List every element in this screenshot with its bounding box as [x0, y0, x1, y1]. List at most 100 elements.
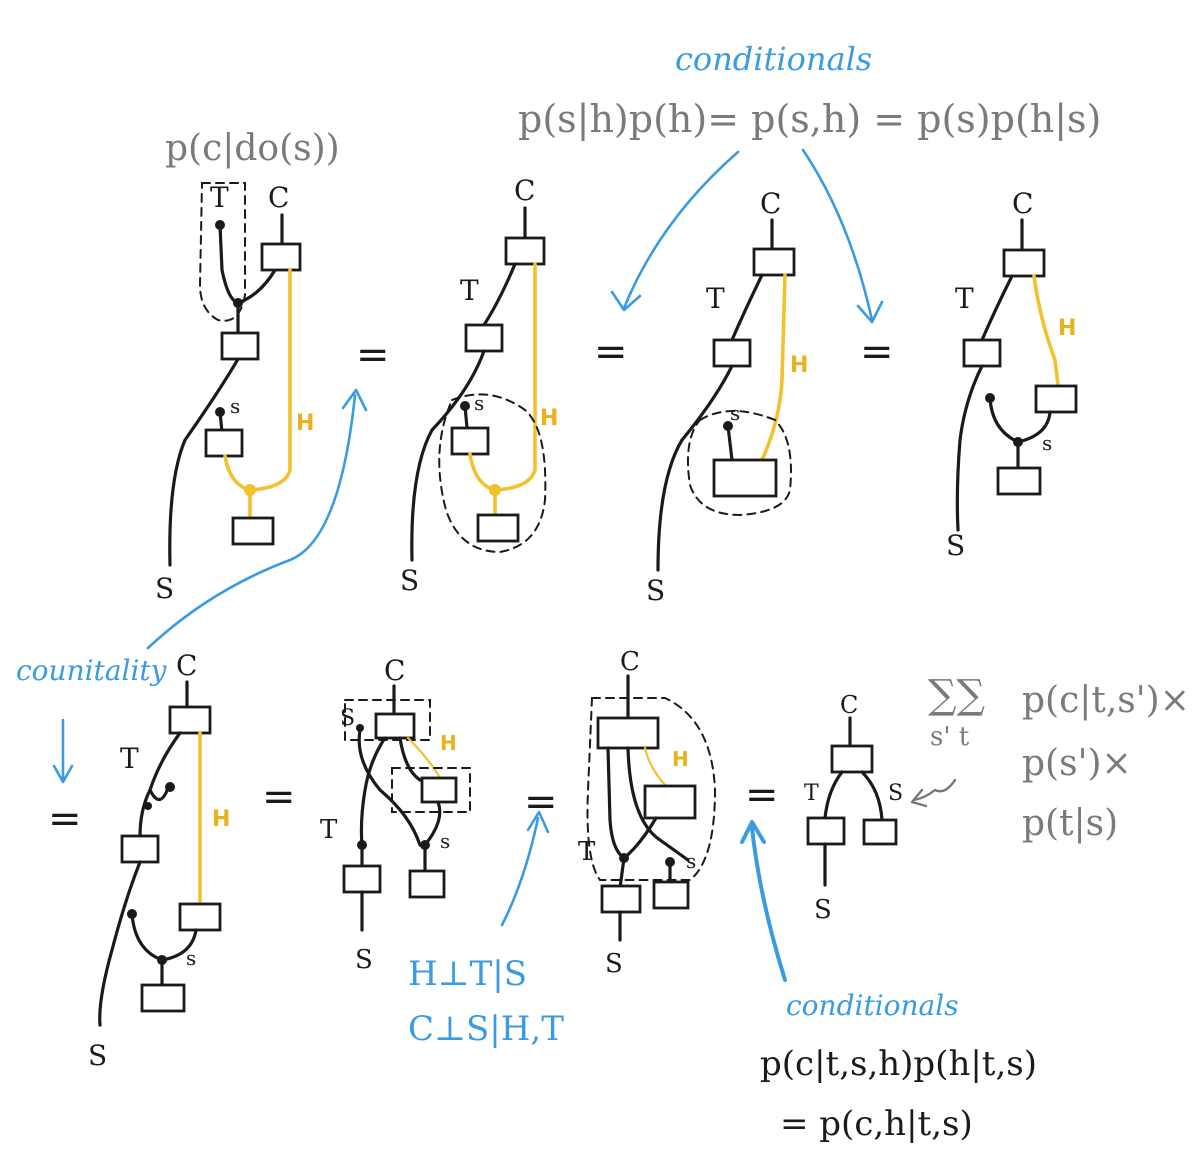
wire-label-t: T: [210, 181, 229, 214]
equals-2: =: [594, 329, 628, 375]
discard-dot-s: [356, 724, 364, 732]
wire-s-discard: [463, 404, 469, 430]
conditionals-bottom-title: conditionals: [786, 989, 959, 1022]
box-mechanism-h: [1034, 384, 1078, 414]
box-mechanism-c: [168, 705, 212, 735]
box-mechanism-s: [450, 426, 490, 456]
box-mechanism-t: [600, 884, 642, 914]
wire-c-cross: [398, 736, 422, 782]
wire-h-to-t: [622, 816, 658, 860]
box-mechanism-s: [204, 428, 244, 458]
wire-label-s-small: s: [730, 401, 740, 425]
wire-label-c: C: [620, 647, 640, 677]
wire-s-input: [955, 364, 984, 532]
wire-label-c: C: [176, 649, 197, 682]
box-mechanism-t: [962, 338, 1002, 368]
wire-label-c: C: [384, 654, 405, 687]
wire-t: [980, 274, 1014, 342]
wire-s-input: [98, 860, 142, 1027]
wire-h: [1032, 274, 1060, 387]
box-joint-sh: [712, 458, 778, 498]
box-mechanism-t: [342, 864, 382, 894]
independence-1: H⊥T|S: [408, 954, 527, 994]
wire-c-right: [626, 746, 690, 862]
arrow-sum: [912, 778, 957, 802]
dashed-region-prior: [438, 393, 547, 554]
dashed-region-joint: [586, 697, 717, 881]
arrow-independence: [500, 816, 540, 927]
wire-label-h: H: [1058, 316, 1076, 341]
wire-h-to-s: [468, 452, 497, 492]
wire-label-s: S: [88, 1039, 107, 1072]
conditionals-bottom-line1: p(c|t,s,h)p(h|t,s): [760, 1044, 1037, 1084]
arrowhead-counitality-up: [341, 388, 368, 412]
box-prior-s: [140, 983, 186, 1013]
wire-t: [482, 262, 517, 327]
box-mechanism-h: [420, 776, 458, 804]
wire-label-s: S: [605, 949, 623, 979]
arrowhead-sum: [910, 788, 928, 808]
wire-label-s-small: s: [686, 849, 696, 873]
arrowhead-conditionals-left: [610, 290, 642, 312]
wire-s: [860, 770, 884, 822]
counitality-label: counitality: [16, 654, 168, 687]
intervention-label: p(c|do(s)): [165, 128, 340, 169]
wire-label-h: H: [790, 353, 808, 378]
dashed-region-joint: [687, 410, 792, 517]
box-mechanism-c: [260, 242, 302, 272]
sum-indices: s' t: [930, 722, 970, 752]
wire-label-c: C: [760, 187, 781, 220]
conditionals-top-title: conditionals: [675, 40, 872, 78]
wire-s-cross: [357, 728, 422, 847]
diagram-top-2: C T S H s: [400, 174, 558, 597]
wire-label-s: S: [355, 945, 373, 975]
box-prior-s: [996, 466, 1042, 496]
wire-h: [406, 736, 442, 780]
wire-label-s-small: s: [474, 391, 484, 415]
wire-h: [493, 262, 537, 492]
wire-label-t: T: [320, 815, 338, 845]
box-mechanism-c: [1002, 248, 1046, 278]
wire-label-s: S: [814, 895, 832, 925]
box-mechanism-h: [178, 902, 222, 932]
wire-label-s-small: s: [440, 829, 450, 853]
box-prior-h: [231, 516, 275, 546]
wire-t-source: [618, 856, 626, 890]
discard-dot-t: [165, 782, 175, 792]
dashed-region-c: [344, 699, 431, 741]
wire-t: [823, 770, 844, 820]
discard-dot: [215, 220, 225, 230]
wire-c-to-t: [359, 736, 387, 847]
wire-s-input: [410, 349, 486, 562]
box-mechanism-c: [374, 712, 416, 740]
box-prior-s: [652, 880, 690, 910]
wire-label-s-small: s: [1042, 431, 1052, 455]
wire-label-t: T: [955, 282, 974, 315]
equals-1: =: [356, 332, 390, 378]
wire-h: [643, 746, 670, 790]
sum-line1: p(c|t,s')×: [1022, 680, 1190, 721]
wire-label-h: H: [212, 807, 230, 832]
arrow-conditionals-left: [622, 150, 740, 310]
wire-label-h: H: [540, 406, 558, 431]
arrow-counitality-up: [146, 393, 357, 650]
wire-h-down: [423, 800, 442, 847]
arrow-conditionals-right: [801, 148, 874, 322]
wire-label-s-small: S: [340, 706, 355, 731]
wire-label-s: S: [646, 574, 665, 607]
wire-c-left: [606, 746, 626, 860]
diagram-top-4: C T S H s: [946, 187, 1078, 562]
equals-5: =: [262, 774, 296, 820]
box-mechanism-t: [806, 816, 846, 846]
box-mechanism-t: [120, 834, 160, 864]
wire-label-t: T: [120, 742, 139, 775]
wire-label-t: T: [706, 282, 725, 315]
sum-symbols: ∑∑: [928, 672, 986, 718]
diagram-bottom-2: C S H T s S: [320, 654, 471, 975]
wire-s-discard: [726, 424, 734, 462]
wire-label-c: C: [514, 174, 535, 207]
arrow-conditionals-bottom: [750, 826, 787, 982]
box-mechanism-c: [830, 744, 874, 774]
wire-label-s: S: [400, 564, 419, 597]
